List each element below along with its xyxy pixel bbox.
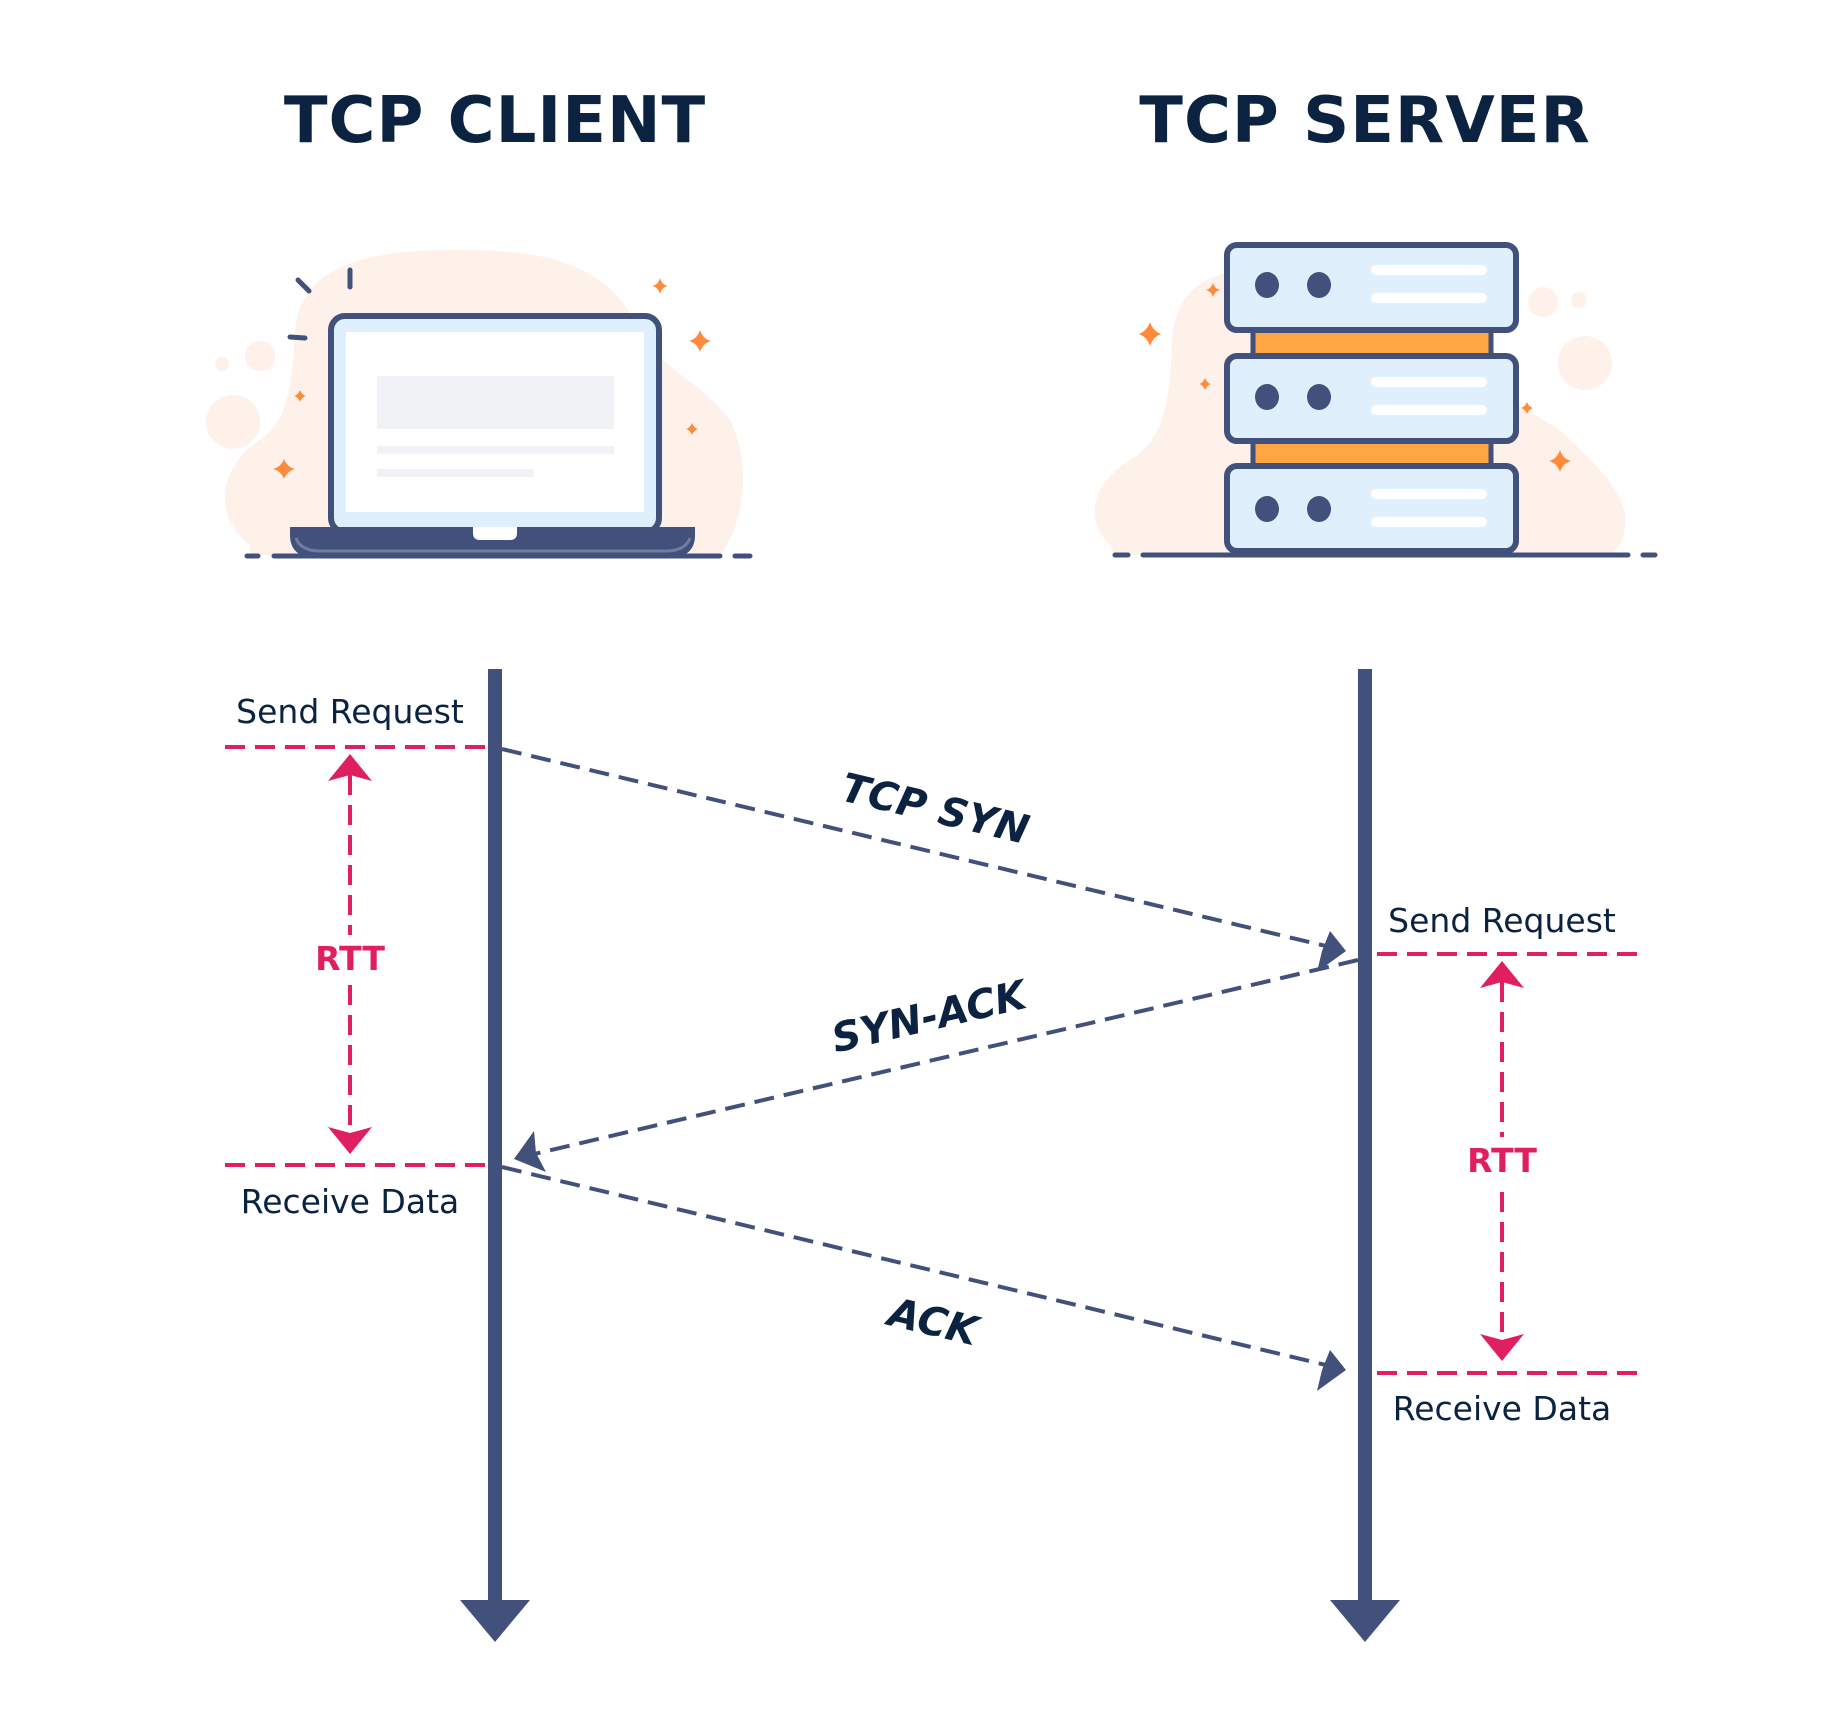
laptop-notch <box>473 527 517 540</box>
server-rtt-label-bg <box>1462 1137 1542 1183</box>
message-syn: TCP SYN <box>501 747 1346 972</box>
laptop-icon <box>206 249 753 559</box>
client-rtt-arrow-up <box>328 754 372 781</box>
syn-arrowhead <box>1317 931 1346 972</box>
server-rtt-marker: RTT Send Request Receive Data <box>1377 901 1638 1428</box>
server-unit <box>1224 242 1519 333</box>
sparkle-icon <box>1199 378 1211 390</box>
server-send-label: Send Request <box>1388 901 1616 940</box>
sparkle-icon <box>1206 283 1220 297</box>
client-timeline-line <box>488 669 502 1604</box>
syn-ack-label: SYN-ACK <box>827 972 1033 1063</box>
ack-arrow-line <box>501 1165 1331 1368</box>
screen-content-line <box>377 446 614 454</box>
decor-circle <box>1558 336 1612 390</box>
message-ack: ACK <box>501 1165 1346 1391</box>
sparkle-icon <box>1139 322 1161 346</box>
decor-circle <box>206 395 260 449</box>
screen-content-line <box>377 469 534 477</box>
syn-label: TCP SYN <box>837 765 1034 854</box>
laptop-base-highlight <box>294 537 692 553</box>
sparkle-icon <box>686 423 698 435</box>
client-rtt-label-bg <box>310 935 390 981</box>
client-timeline <box>460 669 530 1642</box>
shine-stroke <box>295 277 312 294</box>
client-timeline-arrowhead <box>460 1600 530 1642</box>
client-rtt-label: RTT <box>315 939 385 978</box>
sparkle-icon <box>1549 450 1571 472</box>
sparkle-icon <box>652 278 668 294</box>
sparkle-icon <box>273 459 295 479</box>
screen-content-block <box>377 376 614 429</box>
server-rtt-label: RTT <box>1467 1141 1537 1180</box>
syn-ack-arrow-line <box>529 958 1359 1157</box>
sparkle-icon <box>689 330 711 352</box>
sparkle-icon <box>1521 402 1533 414</box>
decor-circle <box>215 357 229 371</box>
ack-label: ACK <box>881 1289 985 1356</box>
client-rtt-arrow-down <box>328 1127 372 1154</box>
decor-circle <box>1528 287 1558 317</box>
decor-circle <box>245 341 275 371</box>
client-send-label: Send Request <box>236 692 464 731</box>
shine-stroke <box>287 334 308 341</box>
server-unit <box>1224 353 1519 444</box>
ack-arrowhead <box>1317 1350 1346 1391</box>
server-rtt-arrow-up <box>1480 961 1524 988</box>
sparkle-icon <box>294 390 306 402</box>
server-timeline-line <box>1358 669 1372 1604</box>
client-rtt-marker: RTT Send Request Receive Data <box>225 692 486 1221</box>
server-timeline <box>1330 669 1400 1642</box>
message-syn-ack: SYN-ACK <box>514 958 1359 1172</box>
client-receive-label: Receive Data <box>241 1182 459 1221</box>
server-receive-label: Receive Data <box>1393 1389 1611 1428</box>
server-timeline-arrowhead <box>1330 1600 1400 1642</box>
syn-arrow-line <box>501 747 1331 949</box>
server-unit <box>1224 463 1519 554</box>
server-title: TCP SERVER <box>1139 84 1590 158</box>
server-rtt-arrow-down <box>1480 1334 1524 1361</box>
decor-circle <box>1571 292 1587 308</box>
client-title: TCP CLIENT <box>284 84 706 158</box>
server-rack-icon <box>1094 242 1658 558</box>
syn-ack-arrowhead <box>514 1131 546 1172</box>
